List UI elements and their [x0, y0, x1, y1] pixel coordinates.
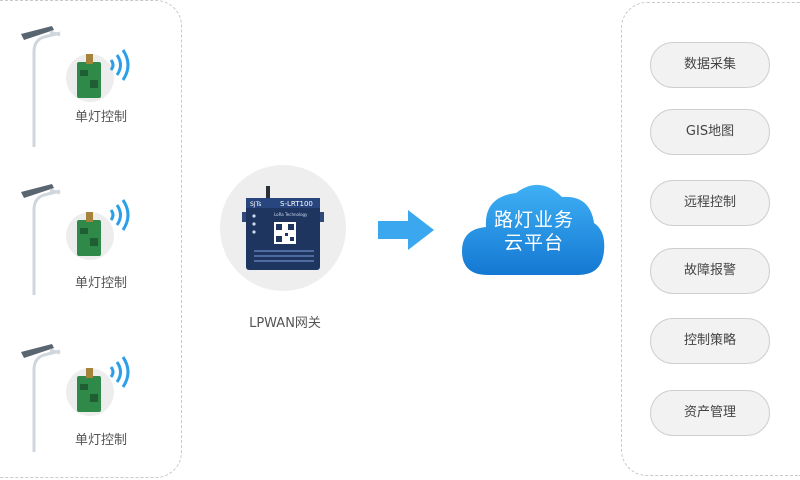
- cloud-icon: [462, 184, 605, 275]
- right-arrow-icon: [378, 210, 434, 250]
- function-remote-control: 远程控制: [650, 180, 770, 226]
- cloud-title: 路灯业务 云平台: [470, 209, 598, 255]
- light-node: 单灯控制: [16, 180, 166, 320]
- node-label: 单灯控制: [74, 276, 127, 291]
- gateway-device-icon: SJTs S-LRT100 LoRa Technology: [242, 186, 324, 270]
- function-data-collection: 数据采集: [650, 42, 770, 88]
- light-node: 单灯控制: [16, 340, 166, 480]
- function-gis-map: GIS地图: [650, 109, 770, 155]
- street-light-icon: [21, 344, 130, 452]
- cloud-line-1: 路灯业务: [493, 209, 574, 231]
- node-label: 单灯控制: [74, 110, 127, 125]
- street-light-icon: [21, 184, 130, 295]
- node-label: 单灯控制: [74, 433, 127, 448]
- cloud-line-2: 云平台: [503, 232, 564, 254]
- function-asset-management: 资产管理: [650, 390, 770, 436]
- street-light-icon: [21, 26, 130, 147]
- function-panel: [621, 2, 800, 476]
- function-control-strategy: 控制策略: [650, 318, 770, 364]
- light-node: 单灯控制: [16, 22, 166, 162]
- gateway-label: LPWAN网关: [249, 316, 321, 331]
- device-sub: LoRa Technology: [274, 212, 308, 217]
- function-fault-alarm: 故障报警: [650, 248, 770, 294]
- device-brand: SJTs: [250, 201, 261, 208]
- device-model: S-LRT100: [280, 200, 313, 208]
